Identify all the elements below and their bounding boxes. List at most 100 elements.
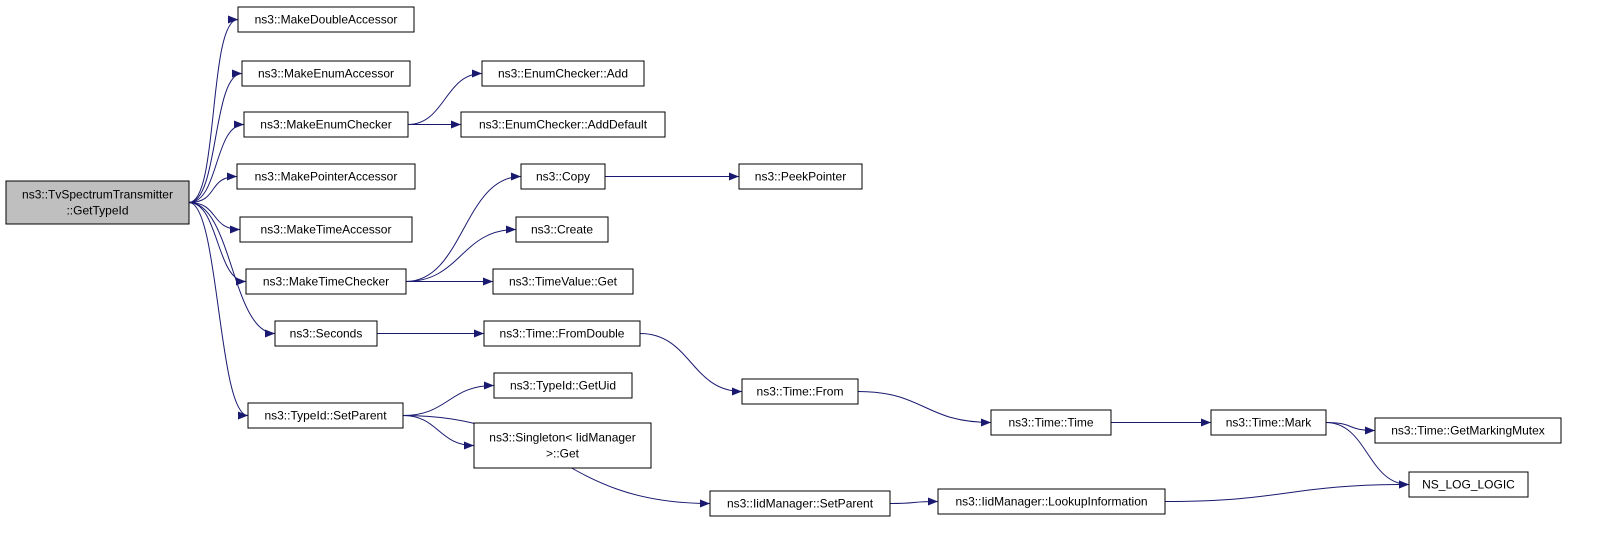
node-getuid[interactable]: ns3::TypeId::GetUid xyxy=(493,372,633,399)
node-box[interactable] xyxy=(481,60,645,87)
node-create[interactable]: ns3::Create xyxy=(515,216,609,243)
nodes-layer: ns3::TvSpectrumTransmitter::GetTypeIdns3… xyxy=(5,6,1562,517)
edge-arrow xyxy=(1164,480,1410,502)
edge-arrow xyxy=(188,202,276,338)
node-fromdouble[interactable]: ns3::Time::FromDouble xyxy=(483,320,641,347)
edge-timemark-to-nslog xyxy=(1325,422,1410,489)
node-box[interactable] xyxy=(515,216,609,243)
node-label: ns3::MakeTimeChecker xyxy=(263,275,389,289)
node-nslog[interactable]: NS_LOG_LOGIC xyxy=(1408,471,1529,498)
node-box[interactable] xyxy=(709,490,891,517)
node-box[interactable] xyxy=(937,488,1166,515)
node-box[interactable] xyxy=(239,216,413,243)
edge-arrow xyxy=(405,172,522,282)
node-markmutex[interactable]: ns3::Time::GetMarkingMutex xyxy=(1374,417,1562,444)
node-box[interactable] xyxy=(274,320,378,347)
node-box[interactable] xyxy=(247,402,404,429)
node-box[interactable] xyxy=(741,378,859,405)
node-box[interactable] xyxy=(1374,417,1562,444)
node-box[interactable] xyxy=(241,60,411,87)
edge-root-to-seconds xyxy=(188,202,276,338)
node-label: ns3::Create xyxy=(531,223,593,237)
node-label: ns3::TypeId::GetUid xyxy=(510,379,616,393)
edge-root-to-setparent xyxy=(188,202,249,420)
node-mtimechk[interactable]: ns3::MakeTimeChecker xyxy=(245,268,407,295)
edge-setparent-to-getuid xyxy=(402,381,495,416)
node-label: ns3::IidManager::SetParent xyxy=(727,497,874,511)
edge-iidsetparent-to-lookup xyxy=(889,497,939,506)
node-copy[interactable]: ns3::Copy xyxy=(520,163,606,190)
node-box[interactable] xyxy=(5,180,190,225)
edge-arrow xyxy=(405,225,517,282)
node-label: ns3::Time::Mark xyxy=(1226,416,1313,430)
node-box[interactable] xyxy=(520,163,606,190)
node-label: ::GetTypeId xyxy=(66,204,128,218)
edge-arrow xyxy=(889,497,939,506)
node-mdouble[interactable]: ns3::MakeDoubleAccessor xyxy=(237,6,415,33)
node-menumchk[interactable]: ns3::MakeEnumChecker xyxy=(243,111,409,138)
node-ecadd[interactable]: ns3::EnumChecker::Add xyxy=(481,60,645,87)
node-box[interactable] xyxy=(236,163,416,190)
node-ecadddef[interactable]: ns3::EnumChecker::AddDefault xyxy=(460,111,666,138)
node-label: ns3::Time::Time xyxy=(1008,416,1093,430)
node-label: ns3::MakeDoubleAccessor xyxy=(255,13,398,27)
node-box[interactable] xyxy=(738,163,863,190)
edge-arrow xyxy=(402,415,475,450)
node-box[interactable] xyxy=(492,268,634,295)
node-timemark[interactable]: ns3::Time::Mark xyxy=(1210,409,1327,436)
node-peek[interactable]: ns3::PeekPointer xyxy=(738,163,863,190)
node-label: ns3::TvSpectrumTransmitter xyxy=(22,188,173,202)
node-seconds[interactable]: ns3::Seconds xyxy=(274,320,378,347)
node-label: ns3::EnumChecker::AddDefault xyxy=(479,118,648,132)
node-label: ns3::EnumChecker::Add xyxy=(498,67,628,81)
edge-root-to-menumacc xyxy=(188,69,243,203)
node-box[interactable] xyxy=(237,6,415,33)
node-box[interactable] xyxy=(493,372,633,399)
edge-arrow xyxy=(188,202,247,286)
node-box[interactable] xyxy=(483,320,641,347)
edge-mtimechk-to-copy xyxy=(405,172,522,282)
edge-arrow xyxy=(188,172,238,203)
edge-root-to-mptr xyxy=(188,172,238,203)
edge-arrow xyxy=(188,69,243,203)
node-setparent[interactable]: ns3::TypeId::SetParent xyxy=(247,402,404,429)
node-box[interactable] xyxy=(473,422,652,469)
node-root[interactable]: ns3::TvSpectrumTransmitter::GetTypeId xyxy=(5,180,190,225)
node-lookup[interactable]: ns3::IidManager::LookupInformation xyxy=(937,488,1166,515)
node-label: ns3::IidManager::LookupInformation xyxy=(955,495,1147,509)
edge-menumchk-to-ecadd xyxy=(407,69,483,125)
edge-arrow xyxy=(1325,422,1410,489)
edge-timefrom-to-timetime xyxy=(857,391,992,427)
node-label: ns3::MakeTimeAccessor xyxy=(261,223,392,237)
edge-root-to-mtimechk xyxy=(188,202,247,286)
node-box[interactable] xyxy=(1408,471,1529,498)
node-box[interactable] xyxy=(245,268,407,295)
node-label: ns3::MakeEnumAccessor xyxy=(258,67,394,81)
edge-lookup-to-nslog xyxy=(1164,480,1410,502)
edge-arrow xyxy=(188,202,249,420)
edge-root-to-mdouble xyxy=(188,15,239,203)
node-timefrom[interactable]: ns3::Time::From xyxy=(741,378,859,405)
edge-arrow xyxy=(407,69,483,125)
node-timetime[interactable]: ns3::Time::Time xyxy=(990,409,1112,436)
node-label: ns3::PeekPointer xyxy=(755,170,846,184)
edge-fromdouble-to-timefrom xyxy=(639,333,743,396)
edge-arrow xyxy=(639,333,743,396)
node-box[interactable] xyxy=(243,111,409,138)
edge-root-to-menumchk xyxy=(188,120,245,203)
node-iidsetparent[interactable]: ns3::IidManager::SetParent xyxy=(709,490,891,517)
node-label: >::Get xyxy=(546,447,580,461)
edge-arrow xyxy=(402,381,495,416)
edge-arrow xyxy=(188,202,241,234)
node-menumacc[interactable]: ns3::MakeEnumAccessor xyxy=(241,60,411,87)
node-box[interactable] xyxy=(460,111,666,138)
node-mtimeacc[interactable]: ns3::MakeTimeAccessor xyxy=(239,216,413,243)
node-box[interactable] xyxy=(990,409,1112,436)
edge-setparent-to-singleton xyxy=(402,415,475,450)
node-tvget[interactable]: ns3::TimeValue::Get xyxy=(492,268,634,295)
node-label: ns3::Time::GetMarkingMutex xyxy=(1391,424,1545,438)
node-singleton[interactable]: ns3::Singleton< IidManager >::Get xyxy=(473,422,652,469)
node-box[interactable] xyxy=(1210,409,1327,436)
node-mptr[interactable]: ns3::MakePointerAccessor xyxy=(236,163,416,190)
node-label: ns3::Time::From xyxy=(757,385,844,399)
